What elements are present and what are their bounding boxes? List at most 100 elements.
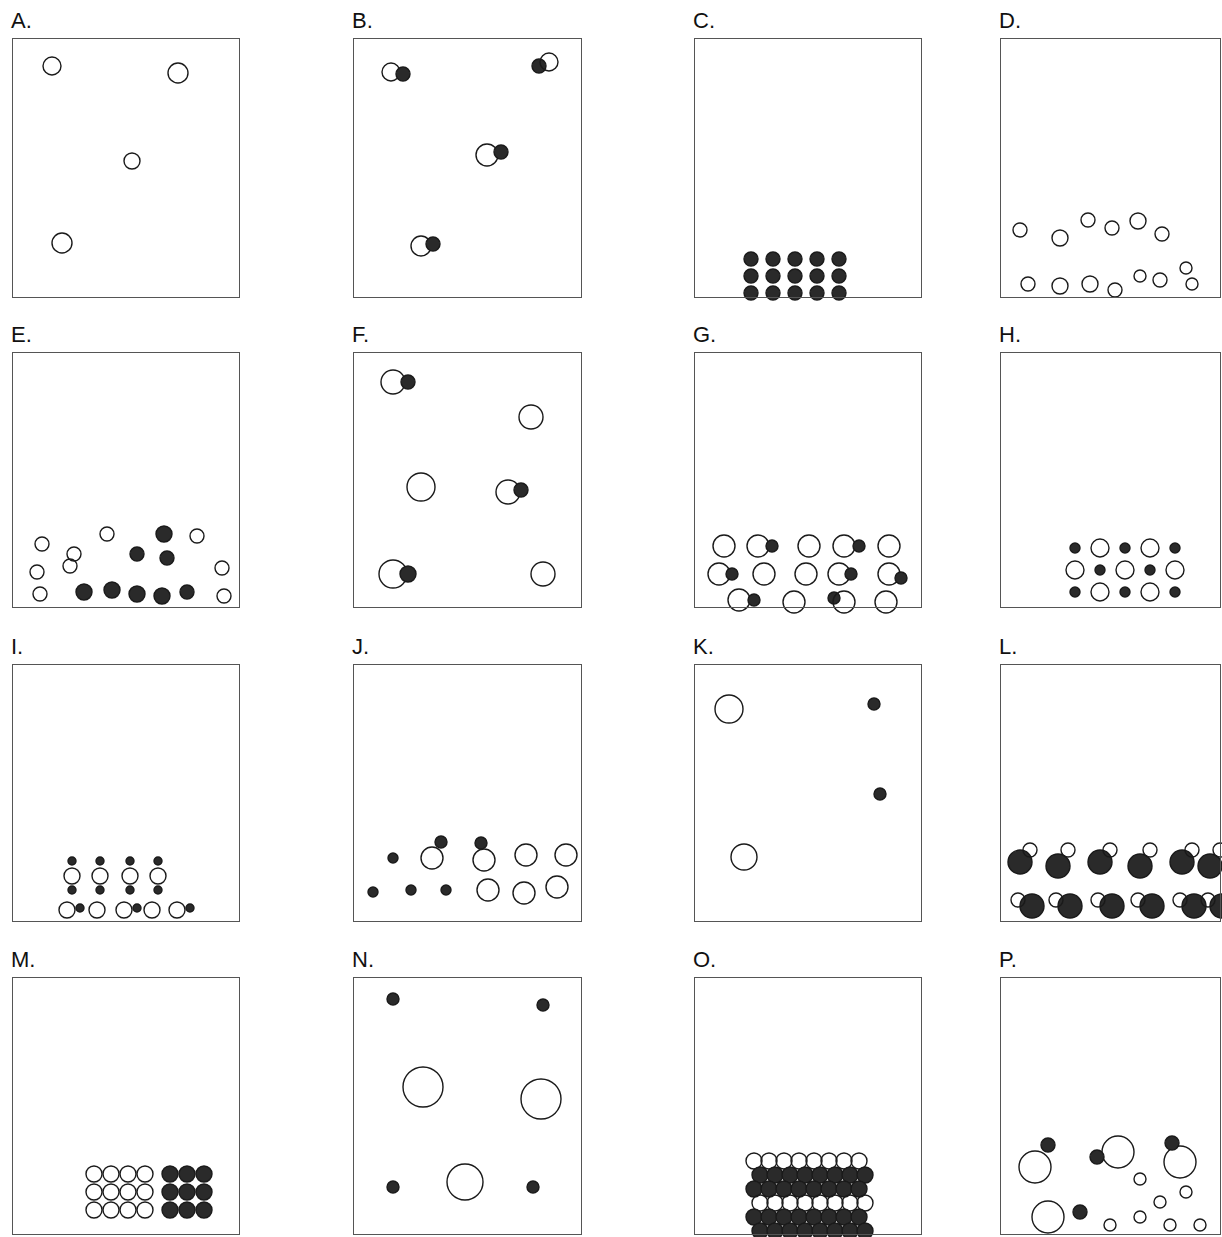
open-particle [1185,843,1199,857]
filled-particle [874,788,886,800]
filled-particle [1041,1138,1055,1152]
filled-particle [162,1184,178,1200]
open-particle [63,559,77,573]
filled-particle [853,540,865,552]
panel-letter: C. [693,8,715,34]
particle-group [708,535,907,613]
panel-box: G. [694,352,922,608]
open-particle [103,1184,119,1200]
particle-group [744,252,846,300]
open-particle [407,473,435,501]
open-particle [1180,1186,1192,1198]
open-particle [513,882,535,904]
open-particle [1061,843,1075,857]
open-particle [1108,283,1122,297]
filled-particle [1020,894,1044,918]
open-particle [120,1202,136,1218]
open-particle [122,868,138,884]
filled-particle [401,375,415,389]
filled-particle [133,904,141,912]
filled-particle [196,1184,212,1200]
filled-particle [1070,587,1080,597]
filled-particle [96,886,104,894]
open-particle [52,233,72,253]
panel-letter: L. [999,634,1017,660]
filled-particle [154,886,162,894]
filled-particle [475,837,487,849]
open-particle [753,563,775,585]
open-particle [1131,893,1145,907]
filled-particle [744,252,758,266]
particle-group [382,53,558,256]
panel-letter: M. [11,947,35,973]
filled-particle [1088,850,1112,874]
filled-particle [766,540,778,552]
filled-particle [494,145,508,159]
open-particle [1032,1201,1064,1233]
open-particle [1180,262,1192,274]
filled-particle [810,252,824,266]
open-particle [713,535,735,557]
panel-box: H. [1000,352,1221,608]
open-particle [1011,893,1025,907]
filled-particle [179,1166,195,1182]
open-particle [1141,539,1159,557]
panel-letter: P. [999,947,1017,973]
filled-particle [96,857,104,865]
filled-particle [1046,854,1070,878]
open-particle [1105,221,1119,235]
open-particle [1052,278,1068,294]
filled-particle [788,252,802,266]
open-particle [1186,278,1198,290]
open-particle [1091,539,1109,557]
open-particle [137,1202,153,1218]
open-particle [1066,561,1084,579]
open-particle [215,561,229,575]
filled-particle [537,999,549,1011]
particle-group [1013,213,1198,297]
panel-letter: K. [693,634,714,660]
filled-particle [388,853,398,863]
filled-particle [1120,543,1130,553]
open-particle [59,902,75,918]
particle-group [746,1153,873,1237]
panel-box: I. [12,664,240,922]
filled-particle [129,586,145,602]
filled-particle [744,269,758,283]
panel-letter: B. [352,8,373,34]
panel-box: P. [1000,977,1221,1235]
open-particle [1081,213,1095,227]
filled-particle [810,269,824,283]
open-particle [116,902,132,918]
filled-particle [180,585,194,599]
panel-box: B. [353,38,582,298]
open-particle [35,537,49,551]
open-particle [86,1184,102,1200]
open-particle [521,1079,561,1119]
panel-letter: G. [693,322,716,348]
filled-particle [527,1181,539,1193]
filled-particle [832,252,846,266]
open-particle [783,591,805,613]
open-particle [1102,1136,1134,1168]
filled-particle [160,551,174,565]
open-particle [473,849,495,871]
particle-group [59,857,194,918]
open-particle [540,53,558,71]
open-particle [1194,1219,1206,1231]
panel-letter: D. [999,8,1021,34]
filled-particle [130,547,144,561]
filled-particle [1128,854,1152,878]
open-particle [1021,277,1035,291]
open-particle [1116,561,1134,579]
open-particle [1166,561,1184,579]
filled-particle [895,572,907,584]
particle-group [368,836,577,904]
particle-group [1066,539,1184,601]
open-particle [875,591,897,613]
panel-box: E. [12,352,240,608]
open-particle [137,1184,153,1200]
filled-particle [1170,543,1180,553]
